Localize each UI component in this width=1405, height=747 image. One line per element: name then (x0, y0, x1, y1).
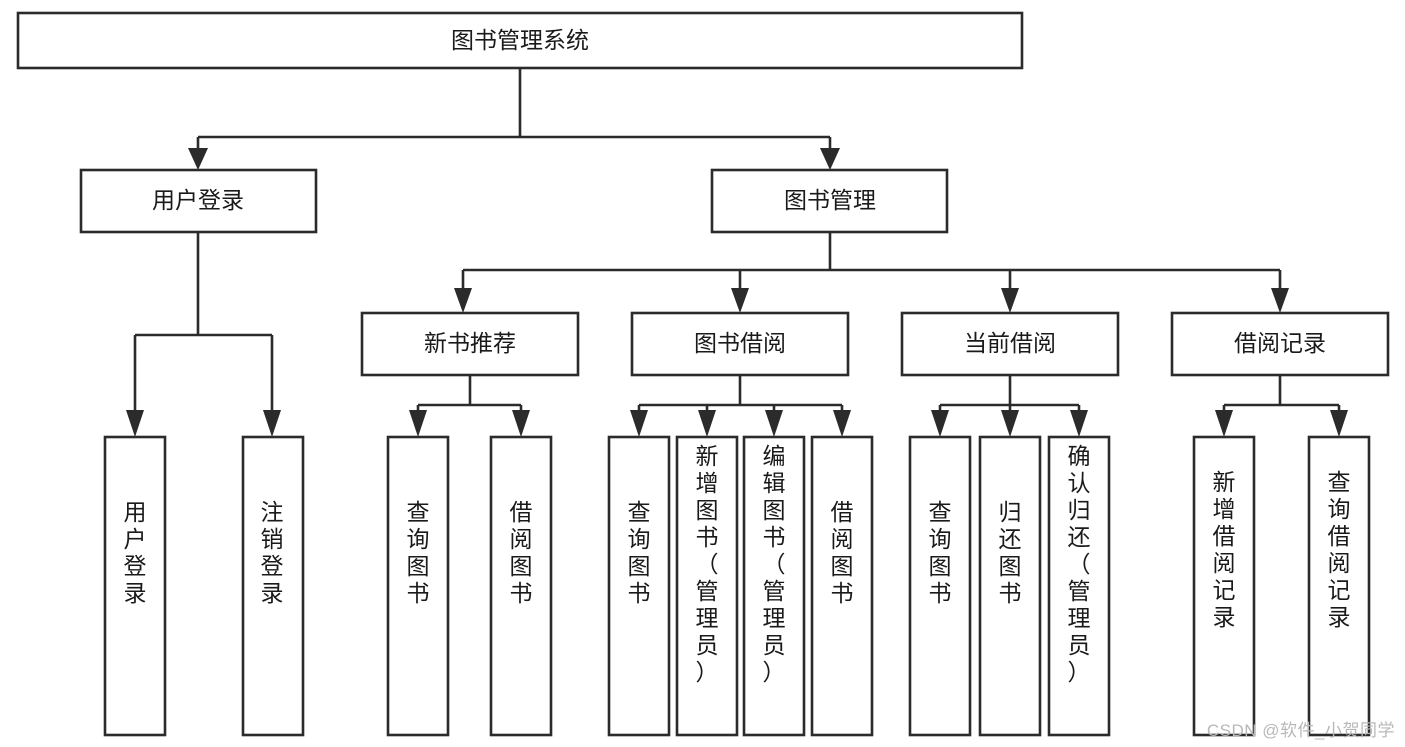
leaf-borrow-book-1-label: 借阅图书 (510, 499, 533, 606)
arrow-head-leaf-add-book (698, 410, 716, 437)
node-current-borrow-label: 当前借阅 (964, 330, 1056, 356)
node-book-borrow-label: 图书借阅 (694, 330, 786, 356)
leaf-borrow-book-2[interactable]: 借阅图书 (810, 435, 874, 737)
leaf-return-book-box[interactable] (978, 435, 1042, 737)
node-book-manage-box[interactable] (710, 168, 949, 234)
leaf-add-record-label: 新增借阅记录 (1213, 469, 1236, 630)
leaf-add-book[interactable]: 新增图书（管理员） (675, 435, 739, 737)
arrow-head-leaf-user-login (126, 410, 144, 437)
leaf-return-book-label: 归还图书 (999, 499, 1022, 606)
leaf-confirm-return-box[interactable] (1047, 435, 1111, 737)
leaf-user-login-label: 用户登录 (124, 499, 147, 606)
connector-group-book-borrow (630, 375, 851, 437)
leaf-add-record[interactable]: 新增借阅记录 (1192, 435, 1256, 737)
arrow-head-leaf-borrow-book-2 (833, 410, 851, 437)
node-book-manage-label: 图书管理 (784, 187, 876, 213)
node-current-borrow-box[interactable] (900, 311, 1120, 377)
leaf-edit-book-box[interactable] (742, 435, 806, 737)
arrow-head-leaf-confirm-return (1070, 410, 1088, 437)
csdn-watermark: CSDN @软件_小贺同学 (1206, 721, 1395, 740)
connector-group-borrow-record (1215, 375, 1348, 437)
arrow-head-book-manage (820, 148, 840, 170)
node-root-box[interactable] (16, 11, 1024, 70)
arrow-head-current-borrow (1001, 288, 1019, 313)
leaf-user-login[interactable]: 用户登录 (103, 435, 167, 737)
leaf-query-book-3-box[interactable] (908, 435, 972, 737)
arrow-head-leaf-query-book-2 (630, 410, 648, 437)
leaf-query-book-2[interactable]: 查询图书 (607, 435, 671, 737)
leaf-query-book-3[interactable]: 查询图书 (908, 435, 972, 737)
connector-group-root (188, 68, 840, 170)
leaf-query-record[interactable]: 查询借阅记录 (1307, 435, 1371, 737)
node-user-login-label: 用户登录 (152, 187, 244, 213)
node-user-login[interactable]: 用户登录 (79, 168, 318, 234)
node-current-borrow[interactable]: 当前借阅 (900, 311, 1120, 377)
connector-group-user-login (126, 232, 281, 437)
leaf-logout-label: 注销登录 (261, 499, 284, 606)
connector-group-book-manage (454, 232, 1289, 313)
node-new-book-rec-box[interactable] (360, 311, 580, 377)
arrow-head-leaf-query-record (1330, 410, 1348, 437)
node-new-book-rec-label: 新书推荐 (424, 330, 516, 356)
leaf-confirm-return[interactable]: 确认归还（管理员） (1047, 435, 1111, 737)
node-new-book-rec[interactable]: 新书推荐 (360, 311, 580, 377)
leaf-add-book-box[interactable] (675, 435, 739, 737)
node-user-login-box[interactable] (79, 168, 318, 234)
arrow-head-book-borrow (731, 288, 749, 313)
leaf-user-login-box[interactable] (103, 435, 167, 737)
leaf-edit-book-label: 编辑图书（管理员） (763, 443, 786, 685)
leaf-query-book-1-box[interactable] (386, 435, 450, 737)
leaf-borrow-book-1[interactable]: 借阅图书 (489, 435, 553, 737)
node-borrow-record-label: 借阅记录 (1234, 330, 1326, 356)
node-borrow-record-box[interactable] (1170, 311, 1390, 377)
node-book-borrow-box[interactable] (630, 311, 850, 377)
leaf-query-record-box[interactable] (1307, 435, 1371, 737)
node-borrow-record[interactable]: 借阅记录 (1170, 311, 1390, 377)
leaf-query-book-2-box[interactable] (607, 435, 671, 737)
leaf-query-book-1[interactable]: 查询图书 (386, 435, 450, 737)
leaf-add-record-box[interactable] (1192, 435, 1256, 737)
leaf-edit-book[interactable]: 编辑图书（管理员） (742, 435, 806, 737)
node-root-label: 图书管理系统 (451, 27, 589, 53)
leaf-return-book[interactable]: 归还图书 (978, 435, 1042, 737)
arrow-head-user-login (188, 148, 208, 170)
node-book-manage[interactable]: 图书管理 (710, 168, 949, 234)
node-book-borrow[interactable]: 图书借阅 (630, 311, 850, 377)
arrow-head-leaf-logout (263, 410, 281, 437)
connector-group-current-borrow (931, 375, 1088, 437)
node-root[interactable]: 图书管理系统 (16, 11, 1024, 70)
arrow-head-borrow-record (1271, 288, 1289, 313)
arrow-head-leaf-add-record (1215, 410, 1233, 437)
leaf-query-record-label: 查询借阅记录 (1328, 469, 1351, 630)
arrow-head-leaf-query-book-3 (931, 410, 949, 437)
arrow-head-leaf-edit-book (765, 410, 783, 437)
leaf-borrow-book-1-box[interactable] (489, 435, 553, 737)
leaf-add-book-label: 新增图书（管理员） (696, 443, 719, 685)
leaf-query-book-3-label: 查询图书 (929, 499, 952, 606)
arrow-head-leaf-return-book (1001, 410, 1019, 437)
leaf-query-book-1-label: 查询图书 (407, 499, 430, 606)
arrow-head-new-book-rec (454, 288, 472, 313)
leaf-borrow-book-2-box[interactable] (810, 435, 874, 737)
leaf-query-book-2-label: 查询图书 (628, 499, 651, 606)
leaf-borrow-book-2-label: 借阅图书 (831, 499, 854, 606)
connector-group-new-book-rec (409, 375, 530, 437)
leaf-logout-box[interactable] (241, 435, 305, 737)
arrow-head-leaf-borrow-book-1 (512, 410, 530, 437)
arrow-head-leaf-query-book-1 (409, 410, 427, 437)
leaf-logout[interactable]: 注销登录 (241, 435, 305, 737)
leaf-confirm-return-label: 确认归还（管理员） (1068, 443, 1091, 685)
